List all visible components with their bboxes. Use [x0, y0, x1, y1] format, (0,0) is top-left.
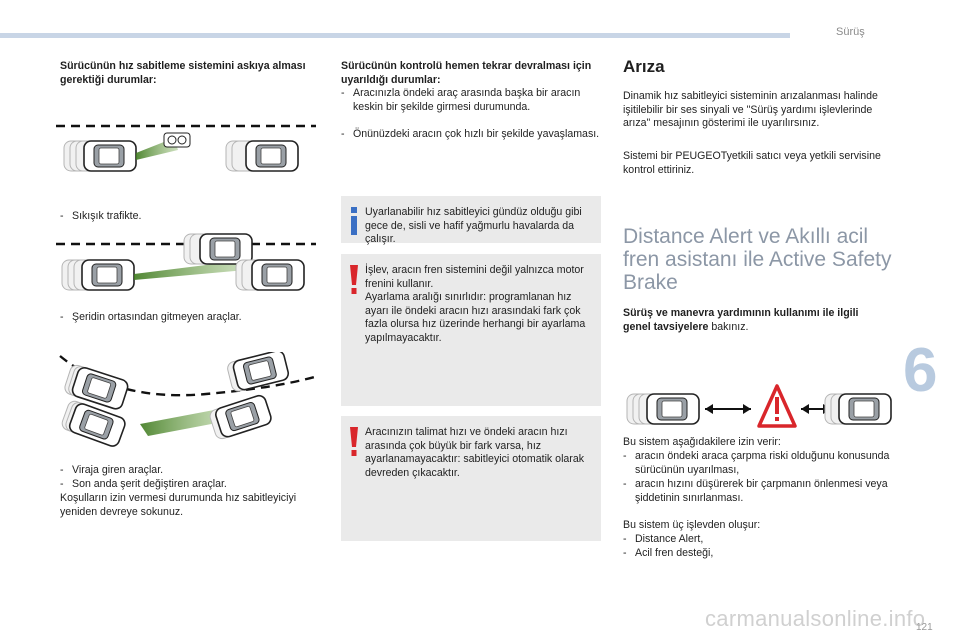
dash: -	[60, 210, 64, 222]
col2-heading: Sürücünün kontrolü hemen tekrar devralma…	[341, 60, 592, 86]
allows-item-warn: -aracın öndeki araca çarpma riski olduğu…	[623, 450, 897, 477]
consists-intro: Bu sistem üç işlevden oluşur:	[623, 519, 761, 531]
warning-icon	[350, 427, 358, 456]
function-brake-assist: -Acil fren desteği,	[623, 547, 897, 561]
case-text: Sıkışık trafikte.	[72, 210, 142, 222]
col1-heading: Sürücünün hız sabitleme sistemini askıya…	[60, 60, 306, 86]
item-text: Önünüzdeki aracın çok hızlı bir şekilde …	[353, 128, 600, 140]
warning-icon	[350, 265, 358, 294]
section-title-fault: Arıza	[623, 57, 665, 76]
illustration-traffic-jam	[56, 124, 316, 172]
dash: -	[623, 450, 627, 462]
case-text: Şeridin ortasından gitmeyen araçlar.	[72, 311, 242, 323]
case-curve: -Viraja giren araçlar.	[60, 464, 322, 478]
info-note: Uyarlanabilir hız sabitleyici gündüz old…	[341, 196, 601, 245]
section-title-distance-alert: Distance Alert ve Akıllı acil fren asist…	[623, 225, 892, 294]
advice-bold: Sürüş ve manevra yardımının kullanımı il…	[623, 307, 859, 333]
dash: -	[623, 478, 627, 490]
case-text: Viraja giren araçlar.	[72, 464, 164, 476]
illustration-distance-alert	[626, 384, 892, 428]
col1-footer: Koşulların izin vermesi durumunda hız sa…	[60, 492, 297, 518]
dash: -	[60, 478, 64, 490]
page-number: 121	[916, 622, 933, 633]
dash: -	[623, 547, 627, 559]
warning-text-b: Ayarlama aralığı sınırlıdır: programlana…	[365, 291, 586, 344]
warning-note-text: Aracınızın talimat hızı ve öndeki aracın…	[365, 426, 585, 479]
fault-service-paragraph: Sistemi bir PEUGEOTyetkili satıcı veya y…	[623, 150, 881, 176]
item-text: aracın hızını düşürerek bir çarpmanın ön…	[635, 478, 888, 504]
case-lane-change: -Son anda şerit değiştiren araçlar.	[60, 478, 322, 492]
dash: -	[60, 311, 64, 323]
item-text: Aracınızla öndeki araç arasında başka bi…	[353, 87, 581, 113]
warning-note-text: İşlev, aracın fren sistemini değil yalnı…	[365, 264, 597, 346]
warning-note-engine-brake: İşlev, aracın fren sistemini değil yalnı…	[341, 254, 601, 406]
dash: -	[341, 128, 345, 140]
case-off-center: -Şeridin ortasından gitmeyen araçlar.	[60, 311, 322, 325]
item-text: Acil fren desteği,	[635, 547, 714, 559]
case-traffic-jam: -Sıkışık trafikte.	[60, 210, 322, 224]
fault-paragraph: Dinamik hız sabitleyici sisteminin arıza…	[623, 90, 878, 130]
case-text: Son anda şerit değiştiren araçlar.	[72, 478, 227, 490]
col2-item-cut-in: -Aracınızla öndeki araç arasında başka b…	[341, 87, 603, 114]
illustration-off-center-vehicle	[56, 233, 316, 291]
warning-note-speed-difference: Aracınızın talimat hızı ve öndeki aracın…	[341, 416, 601, 541]
allows-intro: Bu sistem aşağıdakilere izin verir:	[623, 436, 781, 448]
chapter-number: 6	[903, 336, 938, 405]
info-note-text: Uyarlanabilir hız sabitleyici gündüz old…	[365, 206, 582, 246]
item-text: Distance Alert,	[635, 533, 704, 545]
item-text: aracın öndeki araca çarpma riski olduğun…	[635, 450, 890, 476]
dash: -	[341, 87, 345, 99]
section-label: Sürüş	[836, 26, 865, 38]
function-distance-alert: -Distance Alert,	[623, 533, 897, 547]
advice-paragraph: Sürüş ve manevra yardımının kullanımı il…	[623, 307, 885, 334]
col2-item-decelerate: -Önünüzdeki aracın çok hızlı bir şekilde…	[341, 128, 603, 142]
info-icon	[351, 207, 357, 235]
watermark: carmanualsonline.info	[705, 606, 926, 631]
top-bar	[0, 33, 790, 38]
dash: -	[623, 533, 627, 545]
warning-text-a: İşlev, aracın fren sistemini değil yalnı…	[365, 264, 584, 290]
advice-rest: bakınız.	[708, 320, 749, 333]
dash: -	[60, 464, 64, 476]
illustration-curve-lane-change	[59, 352, 319, 449]
allows-item-brake: -aracın hızını düşürerek bir çarpmanın ö…	[623, 478, 897, 505]
